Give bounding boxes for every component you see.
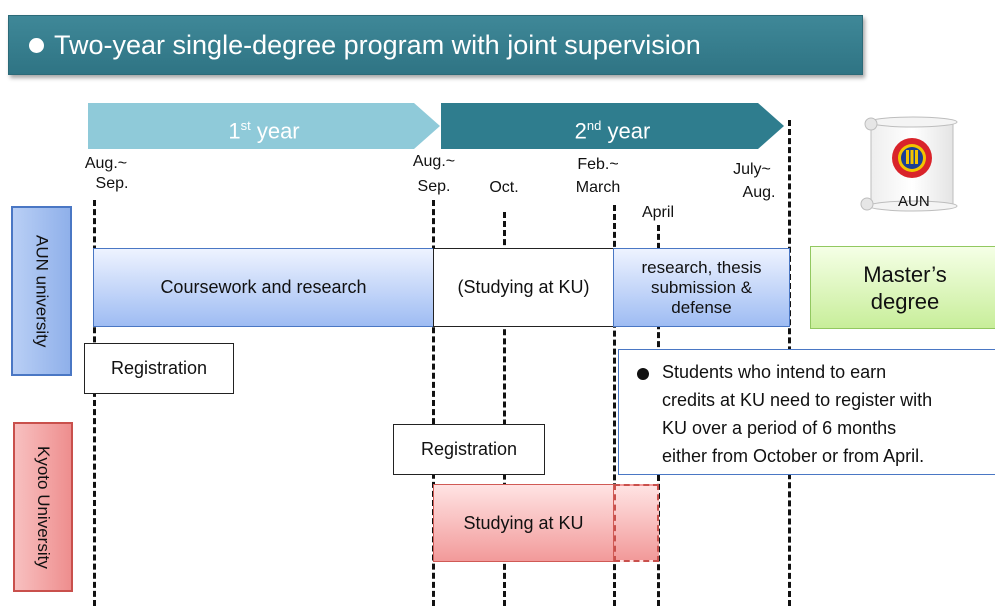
kyoto-university-label: Kyoto University bbox=[13, 422, 73, 592]
title-text: Two-year single-degree program with join… bbox=[54, 30, 701, 60]
time-label-july-aug: July~ Aug. bbox=[718, 160, 786, 206]
logo-text: AUN bbox=[898, 193, 930, 210]
year-1-number: 1 bbox=[228, 118, 241, 144]
aun-scroll-icon: AUN bbox=[860, 116, 958, 212]
masters-degree-box: Master’s degree bbox=[810, 246, 995, 329]
timeline-line-feb-march bbox=[613, 205, 616, 606]
year-1-arrow: 1st year bbox=[88, 103, 440, 149]
year-2-arrow: 2nd year bbox=[441, 103, 784, 149]
registration-note: Students who intend to earn credits at K… bbox=[618, 349, 995, 475]
time-label-april: April bbox=[633, 203, 683, 225]
aun-registration-box: Registration bbox=[84, 343, 234, 394]
time-label-oct: Oct. bbox=[482, 178, 526, 208]
studying-at-ku-kyoto-box: Studying at KU bbox=[433, 484, 614, 562]
year-2-suffix: nd bbox=[586, 118, 602, 133]
studying-at-ku-aun-box: (Studying at KU) bbox=[433, 248, 614, 327]
note-bullet-icon bbox=[637, 368, 649, 380]
time-label-aug-sep-1: Aug.~ Sep. bbox=[70, 154, 142, 200]
title-banner: Two-year single-degree program with join… bbox=[8, 15, 863, 75]
coursework-box: Coursework and research bbox=[93, 248, 434, 327]
bullet-icon bbox=[29, 38, 44, 53]
year-2-word: year bbox=[601, 118, 651, 144]
time-label-feb-march: Feb.~ March bbox=[563, 155, 633, 201]
kyoto-registration-box: Registration bbox=[393, 424, 545, 475]
thesis-defense-box: research, thesis submission & defense bbox=[613, 248, 790, 327]
year-1-word: year bbox=[250, 118, 300, 144]
year-1-suffix: st bbox=[240, 118, 251, 133]
optional-extension-box bbox=[614, 484, 659, 562]
timeline-line-oct bbox=[503, 212, 506, 606]
aun-university-label: AUN university bbox=[11, 206, 72, 376]
time-label-aug-sep-2: Aug.~ Sep. bbox=[403, 152, 465, 200]
timeline-line-aug-sep-1 bbox=[93, 200, 96, 606]
timeline-line-aug-sep-2 bbox=[432, 200, 435, 606]
aun-logo: AUN bbox=[857, 112, 969, 214]
year-2-number: 2 bbox=[574, 118, 587, 144]
